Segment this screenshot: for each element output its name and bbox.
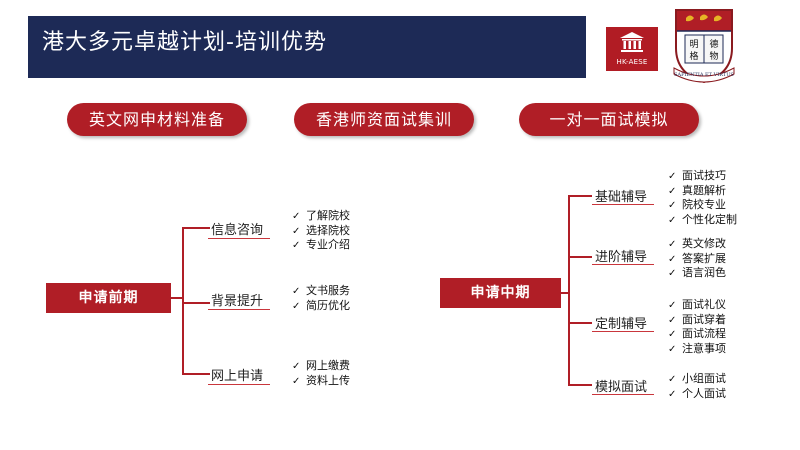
category-background-boost: 背景提升	[211, 294, 264, 309]
check-icon: ✓	[292, 211, 301, 222]
list-item: ✓语言润色	[668, 266, 726, 279]
page-title: 港大多元卓越计划-培训优势	[42, 30, 327, 55]
connector-line	[182, 373, 210, 375]
check-icon: ✓	[668, 185, 677, 197]
category-underline	[208, 238, 270, 239]
category-online-application: 网上申请	[211, 369, 264, 384]
pill-english-application: 英文网申材料准备	[67, 103, 247, 136]
list-item: ✓面试流程	[668, 327, 726, 340]
check-icon: ✓	[668, 314, 677, 326]
checklist-advanced-coaching: ✓英文修改 ✓答案扩展 ✓语言润色	[668, 237, 726, 281]
check-icon: ✓	[668, 374, 677, 385]
crest-char-4: 物	[709, 50, 718, 62]
list-item: ✓了解院校	[292, 209, 350, 222]
logo-caption: HK-AESE	[616, 58, 648, 66]
connector-line	[568, 384, 592, 386]
university-crest-icon: 明 德 格 物 SAPIENTIA ET VIRTUS	[673, 9, 735, 84]
pill-one-on-one: 一对一面试模拟	[519, 103, 699, 136]
category-underline	[592, 264, 654, 265]
pill-hk-teachers: 香港师资面试集训	[294, 103, 474, 136]
category-custom-coaching: 定制辅导	[595, 317, 648, 332]
check-icon: ✓	[292, 375, 301, 387]
category-advanced-coaching: 进阶辅导	[595, 250, 648, 265]
hk-aese-logo: HK-AESE	[606, 27, 658, 71]
connector-line	[182, 227, 210, 229]
connector-line	[171, 297, 183, 299]
check-icon: ✓	[668, 268, 677, 279]
list-item: ✓文书服务	[292, 284, 350, 297]
check-icon: ✓	[668, 388, 677, 400]
category-info-consulting: 信息咨询	[211, 223, 264, 238]
list-item: ✓注意事项	[668, 341, 726, 355]
check-icon: ✓	[292, 225, 301, 237]
building-icon	[620, 32, 644, 52]
connector-line	[568, 195, 570, 385]
crest-char-1: 明	[689, 39, 698, 50]
connector-line	[568, 195, 592, 197]
check-icon: ✓	[292, 361, 301, 372]
check-icon: ✓	[668, 253, 677, 265]
check-icon: ✓	[668, 329, 677, 340]
check-icon: ✓	[668, 239, 677, 250]
category-underline	[592, 394, 654, 395]
category-underline	[208, 309, 270, 310]
list-item: ✓个人面试	[668, 386, 726, 400]
check-icon: ✓	[668, 200, 677, 211]
check-icon: ✓	[292, 286, 301, 297]
list-item: ✓网上缴费	[292, 359, 350, 372]
check-icon: ✓	[668, 214, 677, 226]
connector-line	[182, 302, 210, 304]
list-item: ✓英文修改	[668, 237, 726, 250]
list-item: ✓选择院校	[292, 223, 350, 237]
stage-pre-application: 申请前期	[46, 283, 171, 313]
checklist-custom-coaching: ✓面试礼仪 ✓面试穿着 ✓面试流程 ✓注意事项	[668, 298, 726, 356]
category-basic-coaching: 基础辅导	[595, 190, 648, 205]
list-item: ✓面试技巧	[668, 169, 726, 182]
checklist-online-application: ✓网上缴费 ✓资料上传	[292, 359, 350, 388]
check-icon: ✓	[292, 240, 301, 251]
checklist-mock-interview: ✓小组面试 ✓个人面试	[668, 372, 726, 401]
check-icon: ✓	[668, 300, 677, 311]
category-underline	[592, 204, 654, 205]
connector-line	[568, 322, 592, 324]
category-mock-interview: 模拟面试	[595, 380, 648, 395]
list-item: ✓个性化定制	[668, 212, 737, 226]
category-underline	[208, 384, 270, 385]
checklist-basic-coaching: ✓面试技巧 ✓真题解析 ✓院校专业 ✓个性化定制	[668, 169, 737, 227]
list-item: ✓答案扩展	[668, 251, 726, 265]
crest-char-2: 德	[709, 38, 718, 50]
list-item: ✓真题解析	[668, 183, 726, 197]
list-item: ✓小组面试	[668, 372, 726, 385]
check-icon: ✓	[668, 171, 677, 182]
list-item: ✓院校专业	[668, 198, 726, 211]
category-underline	[592, 331, 654, 332]
list-item: ✓面试礼仪	[668, 298, 726, 311]
check-icon: ✓	[292, 300, 301, 312]
checklist-info-consulting: ✓了解院校 ✓选择院校 ✓专业介绍	[292, 209, 350, 253]
connector-line	[182, 227, 184, 375]
list-item: ✓资料上传	[292, 373, 350, 387]
crest-char-3: 格	[689, 50, 698, 62]
check-icon: ✓	[668, 343, 677, 355]
connector-line	[561, 292, 569, 294]
list-item: ✓简历优化	[292, 298, 350, 312]
header-banner: 港大多元卓越计划-培训优势	[28, 16, 586, 78]
connector-line	[568, 256, 592, 258]
list-item: ✓面试穿着	[668, 312, 726, 326]
stage-mid-application: 申请中期	[440, 278, 561, 308]
checklist-background-boost: ✓文书服务 ✓简历优化	[292, 284, 350, 313]
crest-motto: SAPIENTIA ET VIRTUS	[674, 72, 734, 78]
list-item: ✓专业介绍	[292, 238, 350, 251]
